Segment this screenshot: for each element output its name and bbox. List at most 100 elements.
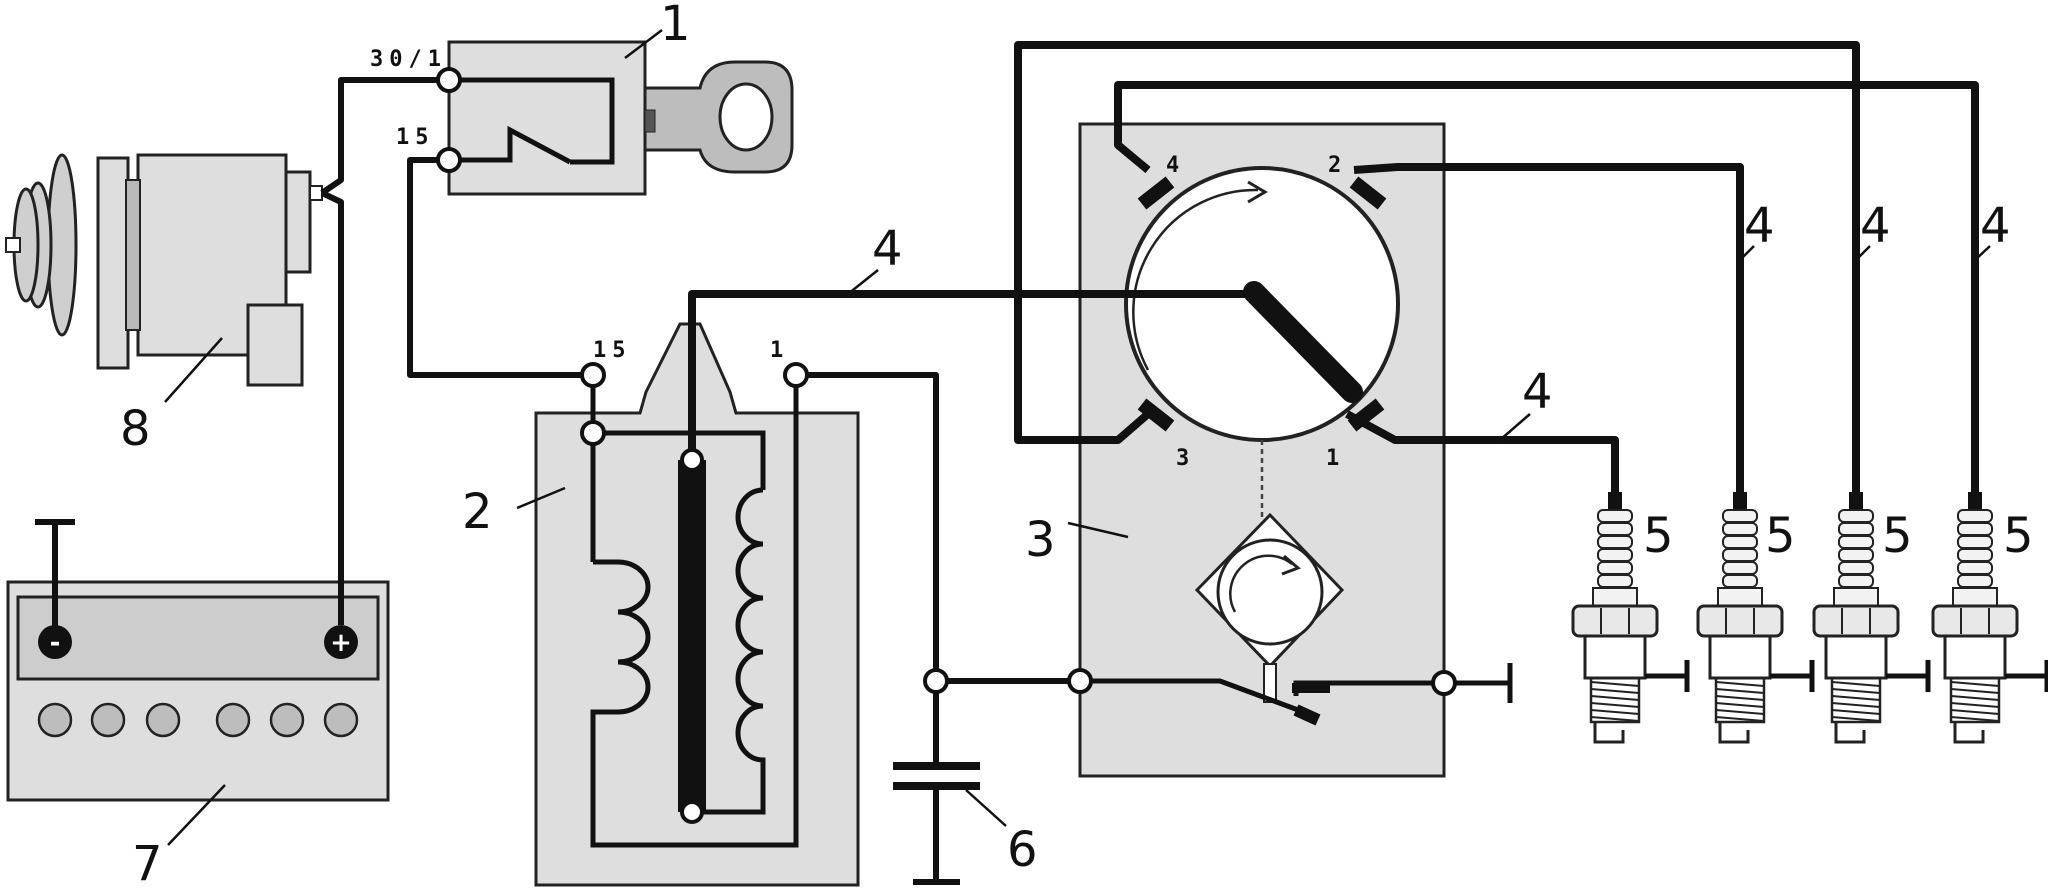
ref-label-hv-lead-4: 4: [1980, 198, 2011, 254]
plug-electrode: [1593, 722, 1625, 744]
cap-electrode-4: [1137, 176, 1175, 210]
plug-thread: [1950, 695, 2000, 701]
plug-terminal-cap: [1849, 492, 1863, 510]
plug-insulator-rib: [1838, 548, 1874, 562]
leader-generator: [164, 337, 223, 403]
cell-cap: [145, 702, 181, 738]
key-hole: [718, 82, 774, 152]
plug-collar: [1717, 587, 1763, 607]
plug-terminal-cap: [1608, 492, 1622, 510]
leader-hv-lead-3: [1855, 245, 1871, 261]
coil-terminal-15: [580, 362, 606, 388]
spark-plug: [1696, 492, 1815, 744]
wire-generator-to-battery: [320, 190, 344, 625]
generator-regulator: [246, 303, 304, 387]
generator-terminal-post: [309, 185, 323, 201]
rotation-arrow-cap: [1132, 188, 1259, 371]
plug-terminal-cap: [1968, 492, 1982, 510]
cell-cap: [215, 702, 251, 738]
plug-insulator-rib: [1597, 561, 1633, 575]
ref-label-ignition-coil: 2: [462, 484, 493, 540]
plug-insulator-rib: [1957, 574, 1993, 588]
hv-lead-plug-3: [1014, 41, 1860, 495]
ref-label-spark-plug-1: 5: [1643, 508, 1674, 564]
plug-thread: [1950, 709, 2000, 715]
breaker-contact-tip: [1293, 704, 1321, 726]
plug-insulator-rib: [1597, 509, 1633, 523]
plug-insulator-rib: [1838, 535, 1874, 549]
hv-lead-plug-1: [1345, 410, 1619, 495]
cap-terminal-label-1: 1: [1326, 446, 1339, 471]
switch-terminal-30-1-label: 30/1: [370, 47, 447, 72]
leader-hv-lead-4: [1974, 245, 1991, 261]
ref-label-spark-plug-3: 5: [1882, 508, 1913, 564]
pulley: [5, 153, 78, 337]
battery-top-panel: [16, 595, 380, 681]
plug-thread: [1950, 702, 2000, 708]
secondary-winding: [692, 487, 766, 815]
ref-label-hv-lead-3: 4: [1860, 198, 1891, 254]
switch-terminal-15-label: 15: [396, 125, 435, 150]
plug-electrode: [1718, 722, 1750, 744]
plug-thread: [1715, 695, 1765, 701]
rotation-arrow-cam: [1229, 554, 1293, 613]
plug-insulator-rib: [1957, 522, 1993, 536]
generator-rear-cap: [284, 170, 312, 274]
rotation-arrow-cap-head: [1247, 180, 1268, 204]
cell-cap: [323, 702, 359, 738]
leader-hv-lead-coil: [847, 269, 879, 295]
plug-thread: [1715, 709, 1765, 715]
cell-cap: [37, 702, 73, 738]
plug-insulator-rib: [1838, 574, 1874, 588]
plug-insulator-rib: [1722, 574, 1758, 588]
plug-collar: [1952, 587, 1998, 607]
battery-minus-symbol: -: [50, 628, 61, 658]
cap-terminal-label-2: 2: [1328, 153, 1341, 178]
spark-plug: [1812, 492, 1931, 744]
hv-lead-coil-to-rotor: [688, 290, 1254, 450]
cap-electrode-1: [1347, 398, 1385, 432]
leader-ignition-coil: [516, 486, 566, 510]
leader-ignition-switch: [624, 29, 663, 59]
ref-label-spark-plug-2: 5: [1765, 508, 1796, 564]
secondary-top-link: [593, 430, 766, 490]
plug-insulator-rib: [1597, 522, 1633, 536]
plug-insulator-rib: [1838, 522, 1874, 536]
plug-insulator-rib: [1597, 574, 1633, 588]
wire-coil-to-condenser: [807, 372, 1069, 684]
coil-terminal-1-label: 1: [770, 338, 783, 363]
plug-thread: [1831, 688, 1881, 694]
plug-insulator-rib: [1722, 548, 1758, 562]
primary-winding: [590, 375, 799, 848]
coil-terminal-1: [783, 362, 809, 388]
plug-thread: [1715, 716, 1765, 722]
plug-insulator-rib: [1957, 548, 1993, 562]
wires: [320, 41, 1979, 880]
coil-terminal-15-label: 15: [593, 338, 632, 363]
plug-thread: [1831, 709, 1881, 715]
plug-body: [1824, 634, 1888, 680]
plug-thread-outline: [1949, 676, 2001, 724]
cap-terminal-label-4: 4: [1166, 153, 1179, 178]
cap-terminal-label-3: 3: [1176, 446, 1189, 471]
plug-insulator-rib: [1597, 535, 1633, 549]
plug-thread: [1590, 681, 1640, 687]
terminal-15-switch: [436, 147, 462, 173]
battery-negative-terminal: [38, 625, 72, 659]
labels: 1 30/1 15 2 15 1 3 4 2 3 1 4 4 4 4 4 5 5…: [120, 0, 2034, 890]
plug-terminal-cap: [1733, 492, 1747, 510]
hv-lead-plug-4: [1114, 81, 1979, 495]
cap-electrode-3: [1137, 398, 1175, 432]
plug-thread: [1590, 688, 1640, 694]
leader-battery: [167, 784, 226, 846]
generator-neck: [125, 179, 141, 331]
ref-label-capacitor: 6: [1007, 822, 1038, 878]
rotation-arrow-cam-head: [1281, 554, 1301, 576]
ref-label-generator: 8: [120, 401, 151, 457]
plug-insulator-rib: [1838, 561, 1874, 575]
wire-generator-to-switch: [320, 77, 438, 196]
plug-thread: [1831, 716, 1881, 722]
plug-hex-nut: [1931, 604, 2019, 638]
plug-insulator-rib: [1722, 522, 1758, 536]
battery: - +: [6, 519, 390, 802]
